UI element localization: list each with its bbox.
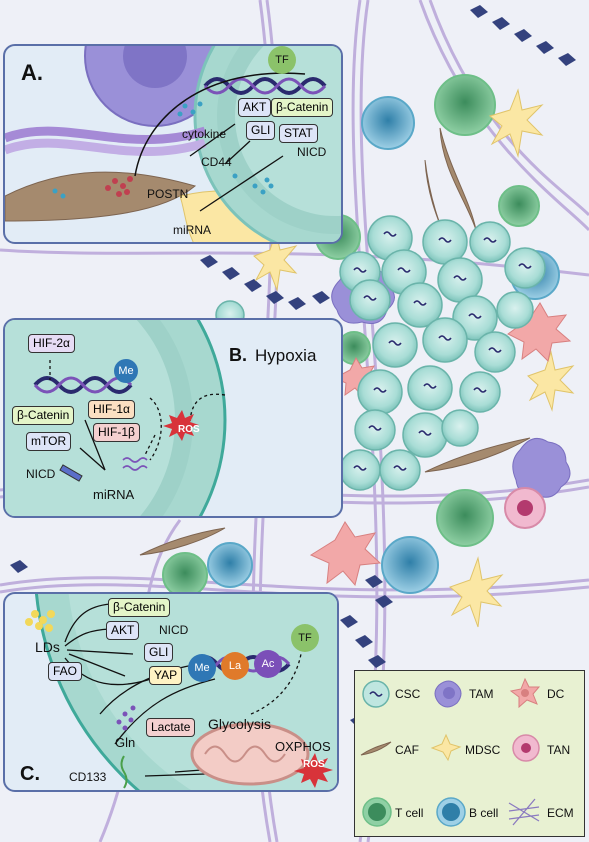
lactate-box: Lactate — [146, 718, 196, 737]
b-cell — [381, 536, 439, 594]
t-cell — [434, 74, 496, 136]
fao-box: FAO — [48, 662, 83, 681]
mdsc-cells — [253, 88, 575, 628]
legend-label-tan: TAN — [547, 743, 571, 757]
mdsc-icon — [430, 733, 462, 762]
b-cell — [361, 96, 415, 150]
lds-label: LDs — [35, 639, 60, 655]
cytokine-label: cytokine — [182, 127, 227, 141]
tan-cells — [504, 487, 546, 529]
b-cell-icon — [436, 797, 466, 827]
t-cell — [498, 185, 540, 227]
panel-c-letter: C. — [20, 763, 40, 785]
t-cell — [436, 489, 494, 547]
dc-icon — [509, 677, 541, 709]
gln-label: Gln — [115, 735, 136, 750]
beta-catenin-box: β-Catenin — [271, 98, 334, 117]
me-mark: Me — [114, 359, 138, 383]
ac-mark: Ac — [254, 650, 282, 678]
panel-a-illustration — [5, 46, 341, 242]
panel-b: B. Hypoxia HIF-2α Me HIF-1α β-Catenin HI… — [3, 318, 343, 518]
stat-box: STAT — [279, 124, 318, 143]
mirna-label: miRNA — [93, 487, 135, 502]
tan-icon — [512, 734, 540, 762]
hif2a-box: HIF-2α — [28, 334, 75, 353]
gli-box: GLI — [144, 643, 174, 662]
beta-catenin-box: β-Catenin — [12, 406, 75, 425]
mtor-box: mTOR — [26, 432, 72, 451]
ros-label: ROS — [303, 759, 325, 770]
legend-label-dc: DC — [547, 687, 565, 701]
tf-icon: TF — [291, 624, 319, 652]
legend-label-tam: TAM — [469, 687, 494, 701]
legend-label-t-cell: T cell — [395, 806, 424, 820]
glycolysis-label: Glycolysis — [208, 716, 272, 732]
postn-label: POSTN — [147, 187, 189, 201]
legend-label-b-cell: B cell — [469, 806, 499, 820]
b-cell — [207, 542, 253, 588]
legend-label-caf: CAF — [395, 743, 419, 757]
oxphos-label: OXPHOS — [275, 739, 331, 754]
la-mark: La — [221, 652, 249, 680]
hif1b-box: HIF-1β — [93, 423, 140, 442]
legend-label-csc: CSC — [395, 687, 421, 701]
legend-label-ecm: ECM — [547, 806, 574, 820]
me-mark: Me — [188, 654, 216, 682]
tam-icon — [434, 680, 462, 708]
hypoxia-title: Hypoxia — [255, 346, 317, 365]
ros-label: ROS — [178, 424, 200, 435]
t-cell-icon — [362, 797, 392, 827]
cd44-label: CD44 — [201, 155, 232, 169]
gli-box: GLI — [246, 121, 276, 140]
csc-dna-squiggles — [353, 231, 532, 471]
hif1a-box: HIF-1α — [88, 400, 135, 419]
beta-catenin-box: β-Catenin — [108, 598, 171, 617]
panel-c-illustration — [25, 594, 337, 790]
panel-b-letter: B. — [229, 345, 247, 365]
tf-icon: TF — [268, 46, 296, 74]
panel-a-letter: A. — [21, 60, 43, 85]
akt-box: AKT — [106, 621, 140, 640]
t-cell — [162, 552, 208, 598]
csc-icon — [362, 680, 390, 708]
nicd-label: NICD — [159, 623, 189, 637]
tf-label: TF — [275, 54, 289, 66]
legend-label-mdsc: MDSC — [465, 743, 501, 757]
yap-box: YAP — [149, 666, 183, 685]
mirna-label: miRNA — [173, 223, 211, 237]
legend: CSC TAM DC CAF MDSC TAN T cell B cell EC… — [354, 670, 585, 837]
nicd-label: NICD — [297, 145, 327, 159]
panel-c: C. β-Catenin AKT NICD LDs GLI FAO YAP Me… — [3, 592, 339, 792]
dc-cells — [309, 302, 572, 587]
nicd-label: NICD — [26, 467, 56, 481]
panel-a: A. TF AKT β-Catenin cytokine GLI STAT CD… — [3, 44, 343, 244]
caf-icon — [360, 741, 392, 756]
cd133-label: CD133 — [69, 770, 107, 784]
csc-cluster — [215, 215, 546, 491]
ecm-icon — [508, 798, 540, 826]
akt-box: AKT — [238, 98, 272, 117]
